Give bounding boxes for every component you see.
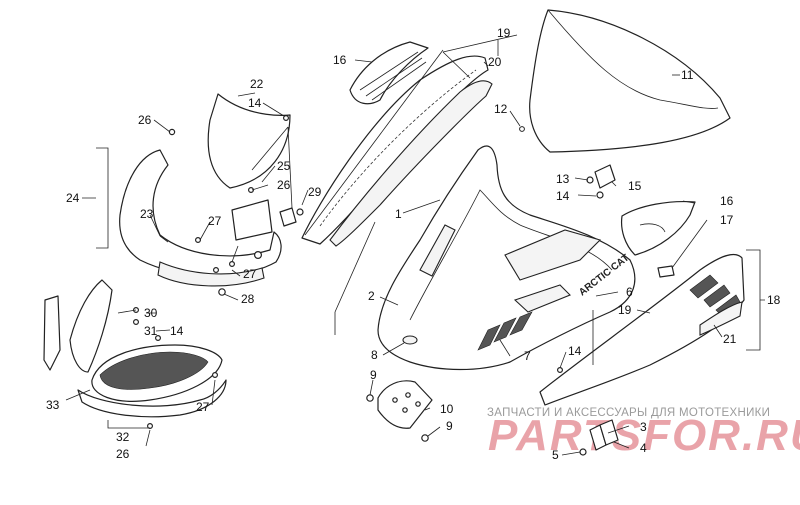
front-bumper-part <box>119 149 282 287</box>
callout-13: 13 <box>556 172 570 186</box>
callout-27-mid: 27 <box>243 267 257 281</box>
callout-23: 23 <box>140 207 154 221</box>
callout-9-lower: 9 <box>446 419 453 433</box>
callout-3: 3 <box>640 420 647 434</box>
fastener-part <box>657 265 675 278</box>
upper-nose-cover-part <box>207 93 291 189</box>
callout-28: 28 <box>241 292 255 306</box>
callout-7: 7 <box>524 349 531 363</box>
callout-21: 21 <box>723 332 737 346</box>
callout-5: 5 <box>552 448 559 462</box>
callout-10: 10 <box>440 402 454 416</box>
lower-grille-assembly-part <box>43 279 227 418</box>
callout-18: 18 <box>767 293 781 307</box>
callout-15: 15 <box>628 179 642 193</box>
callout-9-upper: 9 <box>370 368 377 382</box>
vent-insert-part <box>349 41 429 105</box>
side-trim-strip-part <box>301 55 493 247</box>
callout-20: 20 <box>488 55 502 69</box>
callout-26-top: 26 <box>138 113 152 127</box>
watermark-tagline: ЗАПЧАСТИ И АКСЕССУАРЫ ДЛЯ МОТОТЕХНИКИ <box>487 407 770 419</box>
watermark-brand: PARTSFOR.RU <box>488 411 800 460</box>
callout-8: 8 <box>371 348 378 362</box>
washer-part-2 <box>421 434 429 442</box>
callout-22: 22 <box>250 77 264 91</box>
small-hardware <box>133 114 563 430</box>
callout-19-right: 19 <box>618 303 632 317</box>
hood-part: ARCTIC CAT <box>377 145 636 371</box>
callout-14-bracket: 14 <box>556 189 570 203</box>
callout-26-mid: 26 <box>277 178 291 192</box>
callout-1: 1 <box>395 207 402 221</box>
leader-lines <box>65 34 765 456</box>
windshield-part <box>529 9 731 153</box>
callout-2: 2 <box>368 289 375 303</box>
callout-30: 30 <box>144 306 158 320</box>
bracket-hardware <box>586 164 616 199</box>
washer-part <box>366 394 374 402</box>
nose-emblem <box>402 335 418 345</box>
callout-25: 25 <box>277 159 291 173</box>
callout-4: 4 <box>640 441 647 455</box>
callout-12: 12 <box>494 102 508 116</box>
callout-32: 32 <box>116 430 130 444</box>
skid-plate-part <box>366 380 433 442</box>
callout-14-grille: 14 <box>170 324 184 338</box>
callout-19-top: 19 <box>497 26 511 40</box>
callout-27-lower: 27 <box>196 400 210 414</box>
callout-24: 24 <box>66 191 80 205</box>
callout-14-panel: 14 <box>568 344 582 358</box>
screw-part <box>519 126 525 132</box>
callout-6: 6 <box>626 285 633 299</box>
hood-stripe-decal <box>477 311 533 351</box>
callout-33: 33 <box>46 398 60 412</box>
right-side-panel-part <box>539 253 745 406</box>
callout-27-upper: 27 <box>208 214 222 228</box>
callout-labels: 1 2 3 4 5 6 7 8 9 9 10 11 12 13 14 14 14… <box>46 26 781 462</box>
side-vent-panel-part <box>620 200 696 256</box>
callout-31: 31 <box>144 324 158 338</box>
callout-11: 11 <box>681 68 694 82</box>
callout-29: 29 <box>308 185 322 199</box>
callout-17: 17 <box>720 213 734 227</box>
callout-16-top: 16 <box>333 53 347 67</box>
callout-26-bottom: 26 <box>116 447 130 461</box>
callout-14-nose: 14 <box>248 96 262 110</box>
callout-16-right: 16 <box>720 194 734 208</box>
